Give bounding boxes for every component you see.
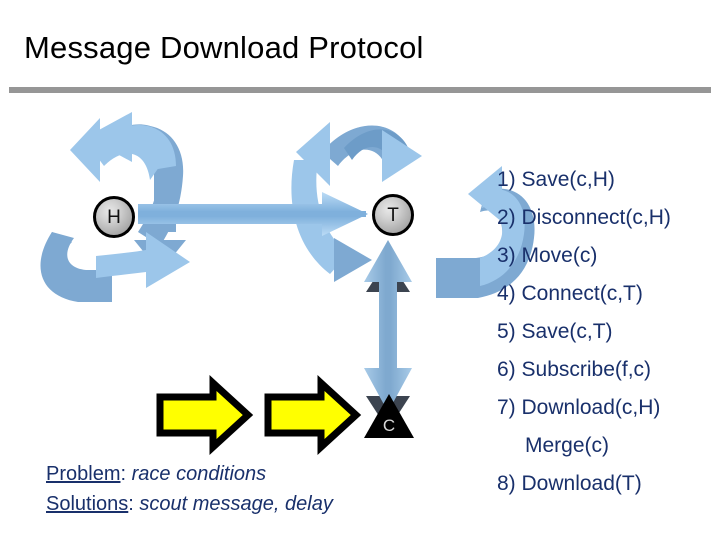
protocol-step: 4) Connect(c,T) xyxy=(497,282,643,305)
note-body-solutions: scout message, delay xyxy=(139,493,333,515)
swirl-upper-left-hook-icon xyxy=(86,112,186,272)
edge-t-to-c-arrow-icon xyxy=(364,240,412,430)
yellow-arrow-1-icon xyxy=(156,375,254,455)
node-h[interactable]: H xyxy=(93,196,135,238)
protocol-step: 8) Download(T) xyxy=(497,472,642,495)
protocol-step: 1) Save(c,H) xyxy=(497,168,615,191)
note-body-problem: race conditions xyxy=(131,463,267,485)
protocol-step-list: 1) Save(c,H) 2) Disconnect(c,H) 3) Move(… xyxy=(497,161,720,503)
node-t[interactable]: T xyxy=(372,194,414,236)
note-colon: : xyxy=(120,463,132,485)
note-label-solutions: Solutions xyxy=(46,493,129,515)
protocol-step: 5) Save(c,T) xyxy=(497,320,613,343)
swirl-lower-left-icon xyxy=(40,232,190,302)
protocol-step: 2) Disconnect(c,H) xyxy=(497,206,671,229)
protocol-step: 7) Download(c,H) xyxy=(497,396,661,419)
protocol-step: 6) Subscribe(f,c) xyxy=(497,358,652,381)
note-line-problem: Problem: race conditions xyxy=(46,459,466,489)
node-c[interactable]: C xyxy=(382,416,396,435)
page-title: Message Download Protocol xyxy=(24,30,424,65)
note-label-problem: Problem xyxy=(46,463,121,485)
protocol-step: 3) Move(c) xyxy=(497,244,598,267)
notes-block: Problem: race conditions Solutions: scou… xyxy=(46,459,466,519)
edge-h-to-t-arrow-icon xyxy=(138,192,368,236)
yellow-arrow-2-icon xyxy=(264,375,362,455)
note-colon: : xyxy=(128,493,140,515)
protocol-step: Merge(c) xyxy=(525,434,610,457)
node-c-marker-icon xyxy=(364,394,414,438)
title-divider xyxy=(9,87,711,93)
note-line-solutions: Solutions: scout message, delay xyxy=(46,489,466,519)
swirl-far-right-icon xyxy=(436,166,535,298)
